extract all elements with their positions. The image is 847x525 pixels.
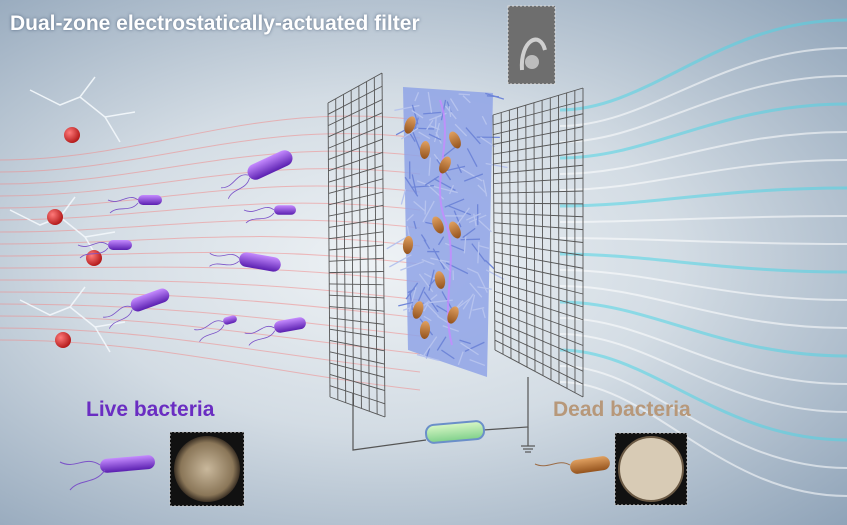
- dead-bacterium: [449, 221, 461, 239]
- live-bacterium: [194, 315, 237, 342]
- charged-particle: [64, 127, 80, 143]
- charged-particles: [47, 127, 102, 348]
- dead-bacterium: [404, 116, 416, 134]
- filter-assembly: [327, 72, 584, 453]
- live-bacteria-label: Live bacteria: [86, 398, 215, 421]
- outgoing-clean-airflow-lines: [559, 18, 847, 497]
- dead-bacterium: [434, 271, 446, 289]
- dead-bacterium: [412, 301, 424, 319]
- dead-bacteria-label: Dead bacteria: [553, 398, 691, 421]
- sem-inset-image: [507, 5, 556, 85]
- live-bacterium: [244, 317, 306, 346]
- live-bacteria-in-airflow: [77, 150, 306, 346]
- dead-bacterium: [419, 321, 431, 339]
- diagram-title: Dual-zone electrostatically-actuated fil…: [10, 12, 420, 35]
- live-bacterium-legend: [59, 455, 155, 491]
- dead-bacteria-petri-dish: [614, 432, 688, 506]
- live-bacterium: [77, 240, 132, 259]
- circuit-wire: [352, 377, 535, 453]
- nanofiber-filter-layer: [386, 87, 508, 377]
- live-bacterium: [221, 150, 293, 199]
- charged-particle: [55, 332, 71, 348]
- dead-bacterium-legend: [534, 456, 610, 474]
- charged-particle: [47, 209, 63, 225]
- dead-bacterium: [432, 216, 444, 234]
- lightning-discharges: [9, 76, 136, 353]
- dead-bacterium: [402, 236, 414, 254]
- battery-power-source: [424, 420, 486, 444]
- live-bacterium: [107, 195, 162, 214]
- dead-bacterium: [439, 156, 451, 174]
- live-bacterium: [209, 252, 281, 272]
- right-electrode-mesh: [492, 87, 584, 398]
- live-bacterium: [243, 205, 296, 224]
- live-bacteria-petri-dish: [169, 431, 245, 507]
- live-bacterium: [102, 288, 170, 329]
- dead-bacterium: [449, 131, 461, 149]
- charged-particle: [86, 250, 102, 266]
- dead-bacterium: [419, 141, 431, 159]
- left-electrode-mesh: [327, 72, 386, 418]
- dead-bacterium: [447, 306, 459, 324]
